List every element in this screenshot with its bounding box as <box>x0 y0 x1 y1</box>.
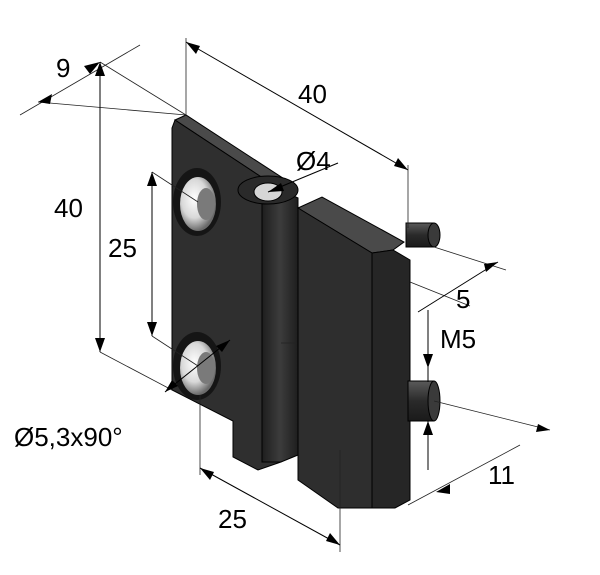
dim-thread: M5 <box>440 324 476 354</box>
dim-thickness: 9 <box>56 53 70 83</box>
right-leaf-side-face <box>371 249 411 509</box>
dim-hole-spacing: 25 <box>108 233 137 263</box>
hinge-part <box>171 114 441 509</box>
upper-countersunk-hole <box>173 168 221 236</box>
pin-end <box>237 175 299 205</box>
dim-stud-length: 11 <box>488 460 515 490</box>
dimension-labels: 9 40 40 25 Ø4 5 M5 Ø5,3x90° 25 11 <box>14 53 515 534</box>
right-leaf-front-face <box>297 207 373 509</box>
dim-bottom-width: 25 <box>218 504 247 534</box>
dim-countersink: Ø5,3x90° <box>14 422 123 452</box>
dim-height: 40 <box>54 193 83 223</box>
upper-threaded-stud <box>405 222 441 248</box>
knuckle-barrel <box>261 189 299 463</box>
dim-width-top: 40 <box>298 79 327 109</box>
dim-thread-offset: 5 <box>456 284 470 314</box>
dim-pin-diameter: Ø4 <box>296 146 331 176</box>
dimension-lines <box>19 38 551 552</box>
